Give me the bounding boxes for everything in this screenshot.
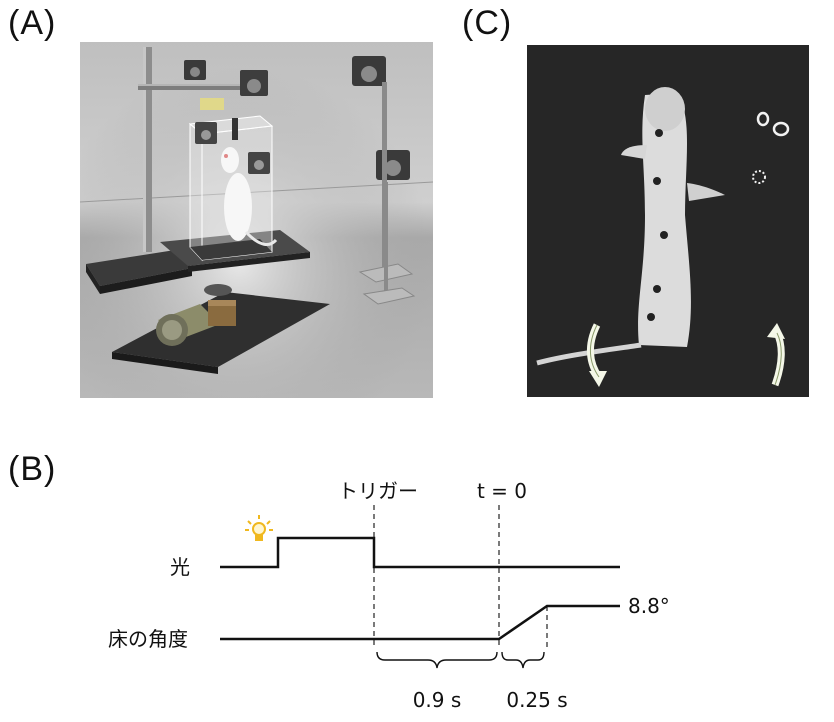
rat-photograph bbox=[527, 45, 809, 397]
rat-body bbox=[536, 87, 725, 366]
t0-label: t = 0 bbox=[477, 479, 527, 503]
tilt-brace bbox=[501, 651, 545, 669]
delay-brace bbox=[376, 651, 498, 669]
panel-label-c: (C) bbox=[462, 4, 513, 42]
floor-angle-trace bbox=[220, 604, 620, 641]
light-bulb-icon bbox=[245, 515, 273, 541]
angle-value-label: 8.8° bbox=[628, 594, 670, 618]
apparatus-illustration bbox=[80, 42, 433, 398]
rotation-arrow-left-icon bbox=[587, 323, 607, 387]
delay-duration-label: 0.9 s bbox=[413, 688, 462, 712]
motor-icon bbox=[156, 284, 236, 346]
panel-label-a: (A) bbox=[8, 4, 57, 42]
rotation-arrow-right-icon bbox=[767, 323, 785, 387]
panel-label-b: (B) bbox=[8, 450, 57, 488]
floor-angle-label: 床の角度 bbox=[108, 627, 188, 651]
trigger-label: トリガー bbox=[338, 479, 418, 503]
tilt-duration-label: 0.25 s bbox=[506, 688, 567, 712]
timing-diagram: トリガー t = 0 光 床の角度 8.8° 0.9 s 0.25 s bbox=[108, 479, 670, 712]
light-trace bbox=[220, 536, 620, 569]
rat-figure bbox=[221, 147, 278, 246]
light-label: 光 bbox=[170, 555, 190, 579]
